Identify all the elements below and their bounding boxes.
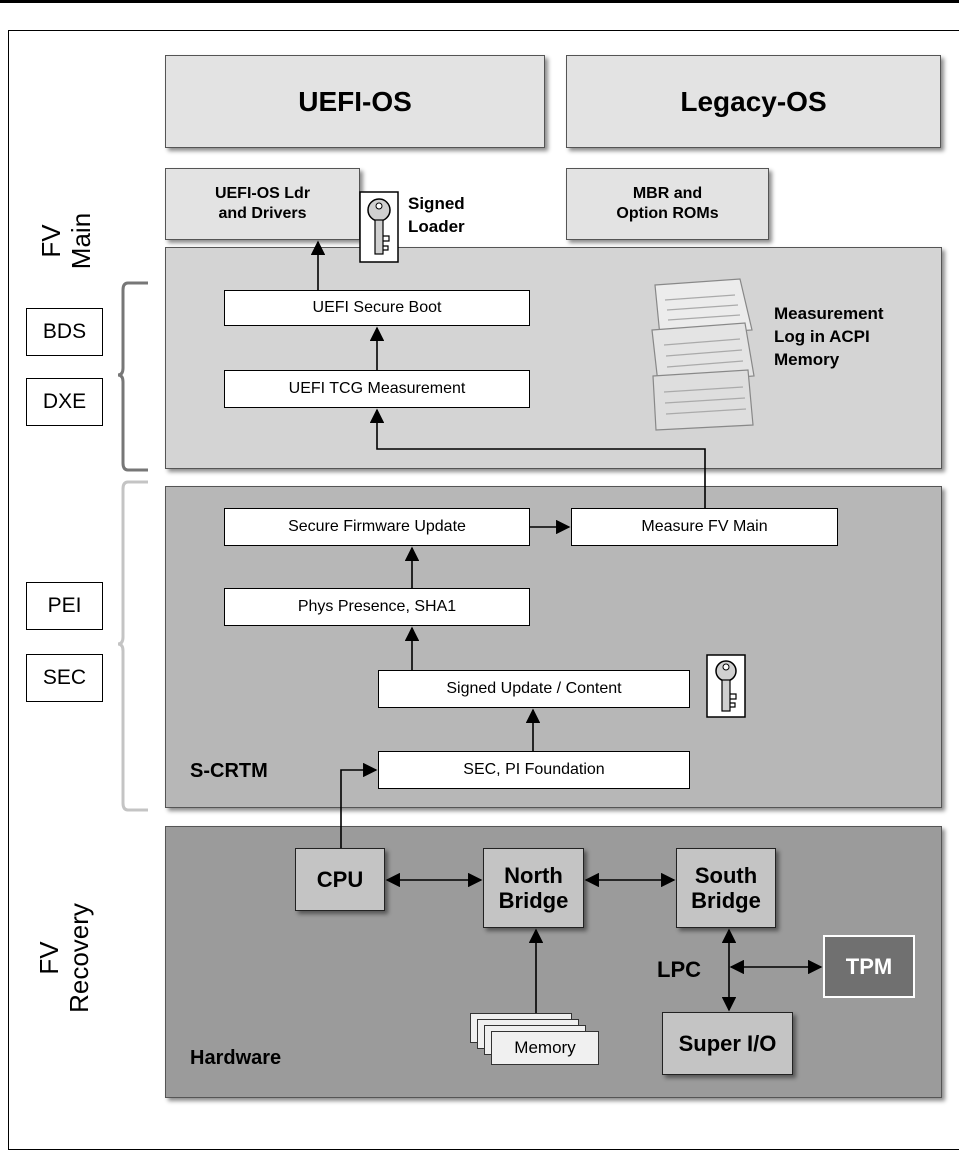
sec-pi-foundation-box: SEC, PI Foundation [378,751,690,789]
secure-firmware-update-label: Secure Firmware Update [288,518,466,535]
lpc-label: LPC [657,957,701,982]
north-bridge-chip: North Bridge [483,848,584,928]
measure-fv-main-box: Measure FV Main [571,508,838,546]
memory-label: Memory [514,1038,576,1057]
uefi-tcg-measurement-label: UEFI TCG Measurement [288,380,466,397]
measure-fv-main-label: Measure FV Main [641,518,768,535]
phys-presence-label: Phys Presence, SHA1 [297,598,457,615]
tpm-chip: TPM [823,935,915,998]
uefi-os-loader-label: UEFI-OS Ldr and Drivers [214,185,311,222]
tpm-label: TPM [845,954,893,979]
stage-sec: SEC [26,654,103,702]
mbr-option-roms-label: MBR and Option ROMs [616,185,719,222]
paper-stack-icon [651,278,755,431]
mbr-option-roms-box: MBR and Option ROMs [566,168,769,240]
stage-bds-label: BDS [42,320,87,343]
key-icon [359,191,399,263]
hardware-title: Hardware [190,1047,282,1069]
uefi-tcg-measurement-box: UEFI TCG Measurement [224,370,530,408]
uefi-secure-boot-label: UEFI Secure Boot [312,299,442,316]
stage-pei: PEI [26,582,103,630]
measurement-log-label: Measurement Log in ACPI Memory [774,304,884,369]
sec-pi-foundation-label: SEC, PI Foundation [463,761,605,778]
secure-firmware-update-box: Secure Firmware Update [224,508,530,546]
phys-presence-box: Phys Presence, SHA1 [224,588,530,626]
key-icon [706,654,746,718]
signed-update-label: Signed Update / Content [446,680,622,697]
north-bridge-label: North Bridge [498,863,569,913]
signed-update-box: Signed Update / Content [378,670,690,708]
stage-bds: BDS [26,308,103,356]
stage-sec-label: SEC [42,666,87,689]
legacy-os-box: Legacy-OS [566,55,941,148]
top-rule [0,0,959,3]
cpu-chip: CPU [295,848,385,911]
signed-loader-label: Signed Loader [408,194,465,236]
super-io-label: Super I/O [678,1031,777,1056]
stage-dxe-label: DXE [42,390,87,413]
legacy-os-label: Legacy-OS [680,85,827,117]
south-bridge-label: South Bridge [691,863,761,913]
uefi-os-label: UEFI-OS [298,85,412,117]
uefi-os-loader-box: UEFI-OS Ldr and Drivers [165,168,360,240]
super-io-chip: Super I/O [662,1012,793,1075]
s-crtm-title: S-CRTM [190,760,268,782]
arrow-cpu-to-sec [340,762,378,848]
brace-fv-main [117,281,148,472]
stage-pei-label: PEI [47,594,82,617]
fv-main-panel [165,247,942,469]
memory-module: Memory [491,1031,599,1065]
stage-dxe: DXE [26,378,103,426]
arrow-measure-to-tcg [369,408,706,508]
uefi-os-box: UEFI-OS [165,55,545,148]
brace-crtm [117,480,148,812]
south-bridge-chip: South Bridge [676,848,776,928]
cpu-label: CPU [316,867,364,892]
uefi-secure-boot-box: UEFI Secure Boot [224,290,530,326]
